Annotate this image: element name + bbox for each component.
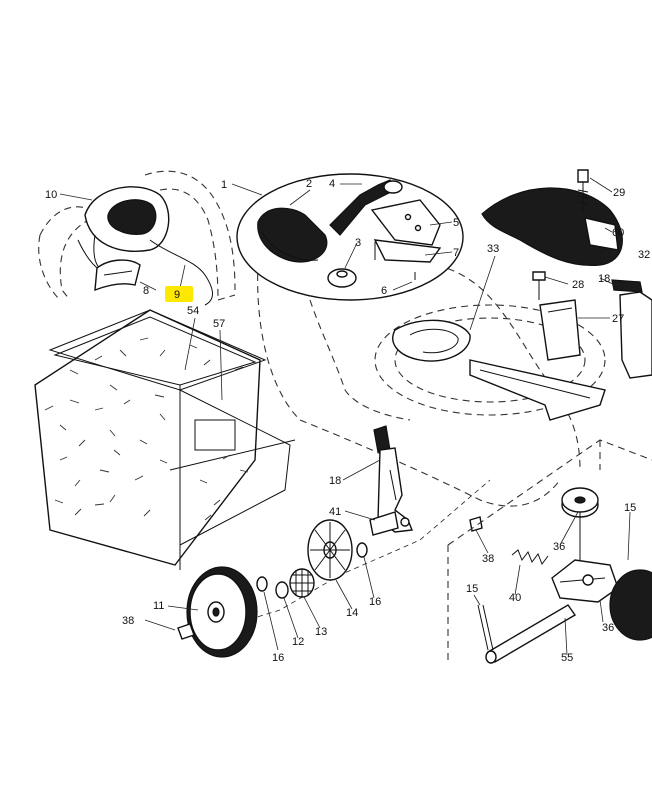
callout-18-front: 18: [329, 475, 341, 487]
callout-7: 7: [453, 247, 459, 259]
callout-25: 27: [612, 313, 624, 325]
washer-17-part: [356, 542, 368, 558]
detail-inset: [236, 173, 464, 301]
callout-labels: 10 1 2 4 3 5 6 7 8 9 54 57 29 60 32 33 2…: [45, 178, 650, 664]
gear-cover-14-part: [307, 519, 353, 581]
axle-hub-part: [369, 511, 399, 536]
callout-17: 16: [369, 596, 381, 608]
callout-55: 55: [561, 652, 573, 664]
callout-57: 57: [213, 318, 225, 330]
highlight-box: [165, 286, 193, 302]
bag-texture: [44, 337, 249, 521]
callout-14: 14: [346, 607, 358, 619]
spring-40-part: [511, 549, 549, 566]
height-adjuster-rear: [611, 279, 652, 379]
callout-27: 29: [613, 187, 625, 199]
callout-18-rear: 18: [598, 273, 610, 285]
callout-33: 38: [122, 615, 134, 627]
leader-lines: [59, 177, 631, 656]
callout-5: 5: [453, 217, 459, 229]
callout-28: 32: [638, 249, 650, 261]
throttle-control-part: [77, 186, 170, 273]
rear-shield-part: [481, 169, 623, 267]
callout-13: 13: [315, 626, 327, 638]
callout-38: 38: [482, 553, 494, 565]
drive-shaft-55-part: [485, 604, 577, 664]
washer-16-part: [256, 576, 268, 592]
height-adjuster-front: [373, 425, 413, 533]
callout-8: 8: [143, 285, 149, 297]
nut-33-part: [177, 623, 195, 640]
pinion-13-part: [289, 568, 315, 598]
bracket-25-part: [532, 271, 581, 361]
callout-6: 6: [381, 285, 387, 297]
callout-15-right: 15: [624, 502, 636, 514]
callout-4: 4: [329, 178, 335, 190]
shaft-15-part: [477, 604, 494, 651]
callout-1: 1: [221, 179, 227, 191]
callout-15-left: 15: [466, 583, 478, 595]
wheel-part: [186, 566, 258, 658]
callout-29: 33: [487, 243, 499, 255]
callout-26: 28: [572, 279, 584, 291]
callout-11: 11: [153, 600, 164, 612]
pulley-32-part: [561, 487, 599, 560]
deck-bracket-part: [392, 319, 606, 421]
transmission-36-part: [551, 559, 652, 641]
grass-catcher: [34, 309, 296, 570]
callout-2: 2: [306, 178, 312, 190]
callout-40: 40: [509, 592, 521, 604]
callout-41: 41: [329, 506, 341, 518]
callout-54: 54: [187, 305, 199, 317]
drive-assembly-box: [447, 439, 652, 660]
callout-9: 9: [174, 289, 180, 301]
callout-3: 3: [355, 237, 361, 249]
cable-part: [149, 239, 213, 306]
spacer-12-part: [275, 581, 289, 599]
callout-10: 10: [45, 189, 57, 201]
callout-12: 12: [292, 636, 304, 648]
callout-60: 60: [612, 227, 624, 239]
callout-32: 36: [553, 541, 565, 553]
clip-part: [94, 259, 141, 292]
callout-36: 36: [602, 622, 614, 634]
callout-16: 16: [272, 652, 284, 664]
